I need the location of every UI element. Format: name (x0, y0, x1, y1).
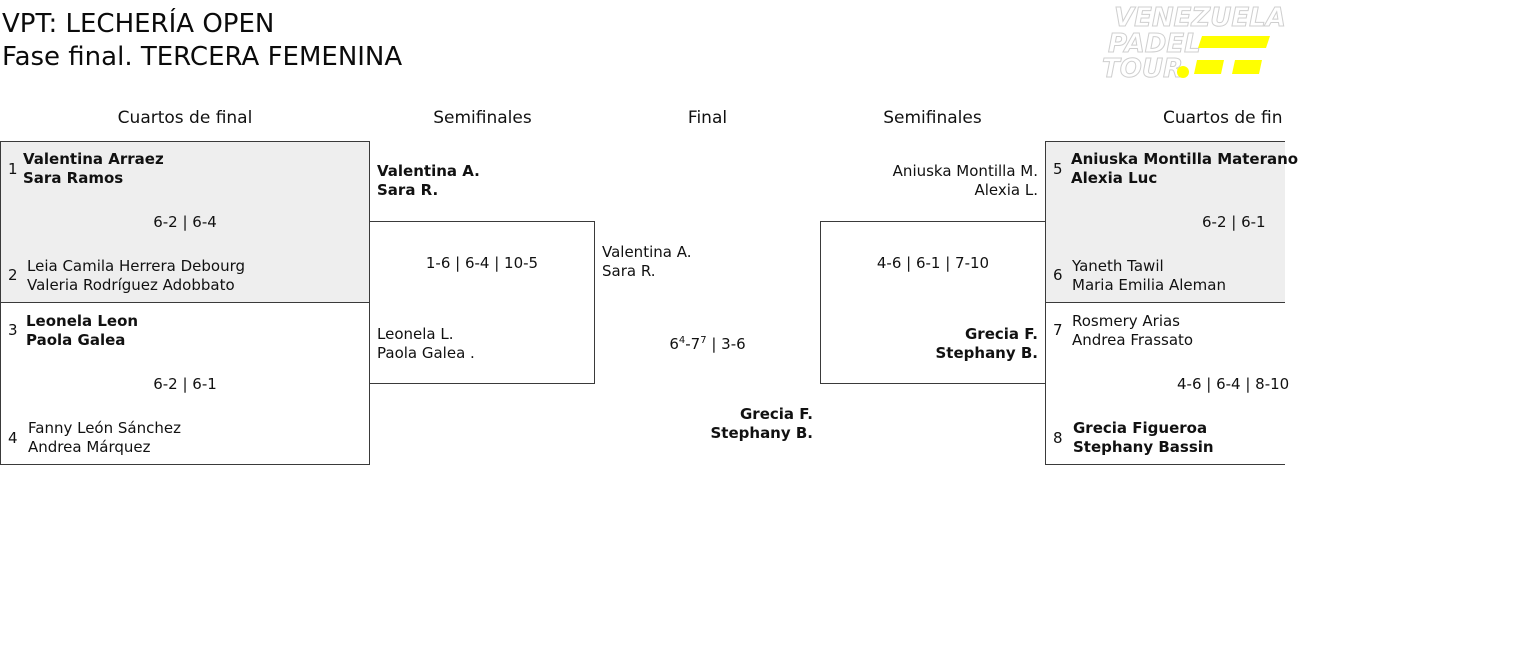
team-entry-right-sf-top: Aniuska Montilla M. Alexia L. (893, 162, 1038, 200)
player-name: Grecia F. (739, 405, 813, 423)
seed-number: 7 (1053, 321, 1063, 339)
player-name: Andrea Márquez (28, 438, 151, 456)
match-score: 6-2 | 6-1 (1202, 213, 1266, 231)
seed-number: 3 (8, 321, 18, 339)
final-score-set1-b: -7 (685, 335, 701, 353)
player-name: Paola Galea . (377, 344, 475, 362)
seed-number: 8 (1053, 429, 1063, 447)
team-entry: Yaneth Tawil Maria Emilia Aleman (1072, 257, 1226, 295)
final-score-set1-a-tiebreak: 4 (678, 335, 686, 346)
team-entry-final-bottom: Grecia F. Stephany B. (711, 405, 814, 443)
player-name: Sara Ramos (23, 169, 124, 187)
team-entry: Grecia F. Stephany B. (936, 325, 1039, 363)
seed-number: 5 (1053, 160, 1063, 178)
team-entry: Leonela Leon Paola Galea (26, 312, 138, 350)
venezuela-padel-tour-logo: VENEZUELA PADEL TOUR (1102, 3, 1287, 85)
match-score: 6-2 | 6-4 (153, 213, 217, 231)
team-entry: Valentina Arraez Sara Ramos (23, 150, 164, 188)
match-box-left-qf-2: 3 Leonela Leon Paola Galea 6-2 | 6-1 4 F… (0, 302, 370, 465)
player-name: Andrea Frassato (1072, 331, 1194, 349)
final-score-set1-b-tiebreak: 7 (700, 335, 707, 346)
match-score: 1-6 | 6-4 | 10-5 (425, 254, 539, 272)
seed-number: 2 (8, 266, 18, 284)
player-name: Valentina A. (602, 243, 692, 261)
player-name: Aniuska Montilla Materano (1071, 150, 1299, 168)
player-name: Leonela L. (377, 325, 454, 343)
match-box-left-qf-1: 1 Valentina Arraez Sara Ramos 6-2 | 6-4 … (0, 141, 370, 303)
player-name: Aniuska Montilla M. (892, 162, 1038, 180)
match-box-right-qf-1: 5 Aniuska Montilla Materano Alexia Luc 6… (1045, 141, 1298, 303)
player-name: Leia Camila Herrera Debourg (27, 257, 246, 275)
team-entry-final-top: Valentina A. Sara R. (602, 243, 691, 281)
seed-number: 6 (1053, 266, 1063, 284)
player-name: Fanny León Sánchez (28, 419, 181, 437)
player-name: Rosmery Arias (1072, 312, 1180, 330)
team-entry: Fanny León Sánchez Andrea Márquez (28, 419, 181, 457)
final-score: 64-77 | 3-6 (595, 335, 820, 353)
round-header-left-semifinals: Semifinales (433, 108, 532, 128)
player-name: Grecia Figueroa (1073, 419, 1208, 437)
player-name: Sara R. (377, 181, 439, 199)
seed-number: 1 (8, 160, 18, 178)
player-name: Paola Galea (26, 331, 126, 349)
player-name: Yaneth Tawil (1072, 257, 1164, 275)
team-entry: Aniuska Montilla Materano Alexia Luc (1071, 150, 1298, 188)
match-box-left-sf: 1-6 | 6-4 | 10-5 Leonela L. Paola Galea … (369, 221, 595, 384)
final-score-set1-a: 6 (669, 335, 679, 353)
team-entry-left-sf-top: Valentina A. Sara R. (377, 162, 480, 200)
round-header-final: Final (687, 108, 728, 128)
logo-text-line1: VENEZUELA (1114, 3, 1286, 33)
player-name: Alexia Luc (1071, 169, 1158, 187)
player-name: Alexia L. (974, 181, 1038, 199)
match-box-right-qf-2: 7 Rosmery Arias Andrea Frassato 4-6 | 6-… (1045, 302, 1289, 465)
round-header-right-semifinals: Semifinales (883, 108, 982, 128)
player-name: Stephany B. (710, 424, 814, 442)
team-entry: Leia Camila Herrera Debourg Valeria Rodr… (27, 257, 245, 295)
player-name: Valentina Arraez (23, 150, 164, 168)
round-header-left-quarterfinals: Cuartos de final (117, 108, 253, 128)
logo-text-line3: TOUR (1102, 54, 1183, 84)
team-entry: Rosmery Arias Andrea Frassato (1072, 312, 1193, 350)
match-box-right-sf: 4-6 | 6-1 | 7-10 Grecia F. Stephany B. (820, 221, 1046, 384)
page-subtitle: Fase final. TERCERA FEMENINA (2, 42, 403, 72)
player-name: Stephany B. (935, 344, 1039, 362)
team-entry: Leonela L. Paola Galea . (377, 325, 475, 363)
page-title: VPT: LECHERÍA OPEN (2, 9, 275, 39)
match-score: 6-2 | 6-1 (153, 375, 217, 393)
player-name: Valentina A. (377, 162, 480, 180)
player-name: Grecia F. (964, 325, 1038, 343)
match-score: 4-6 | 6-4 | 8-10 (1177, 375, 1290, 393)
player-name: Maria Emilia Aleman (1072, 276, 1226, 294)
player-name: Valeria Rodríguez Adobbato (27, 276, 235, 294)
player-name: Stephany Bassin (1073, 438, 1214, 456)
team-entry: Grecia Figueroa Stephany Bassin (1073, 419, 1214, 457)
player-name: Leonela Leon (26, 312, 139, 330)
final-score-rest: | 3-6 (706, 335, 746, 353)
round-header-right-quarterfinals: Cuartos de fin (1163, 108, 1283, 128)
seed-number: 4 (8, 429, 18, 447)
logo-text-line2: PADEL (1108, 29, 1201, 59)
player-name: Sara R. (602, 262, 656, 280)
match-score: 4-6 | 6-1 | 7-10 (876, 254, 990, 272)
